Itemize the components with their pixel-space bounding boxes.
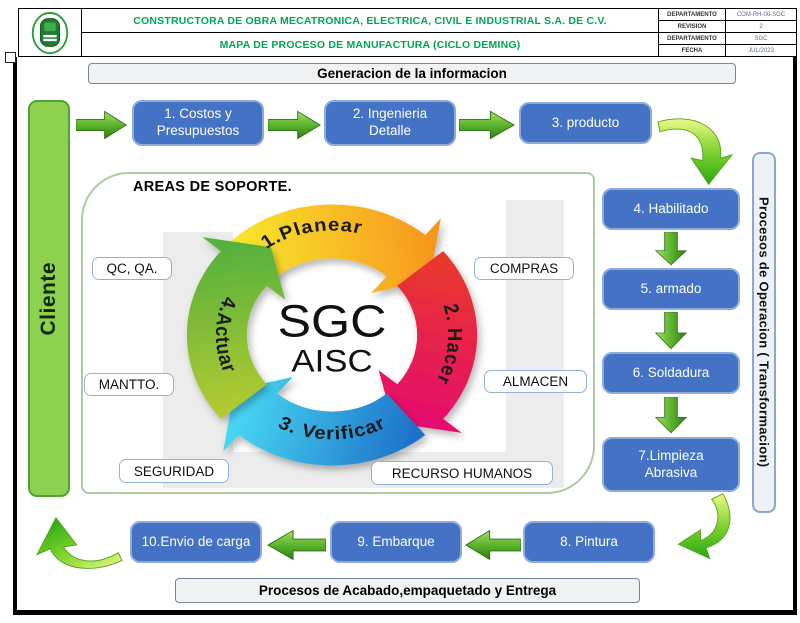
process-box-label: 9. Embarque bbox=[357, 533, 435, 549]
flow-arrow-down-icon bbox=[653, 397, 689, 434]
company-name: CONSTRUCTORA DE OBRA MECATRONICA, ELECTR… bbox=[82, 9, 658, 33]
flow-arrow-down-icon bbox=[653, 312, 689, 350]
support-label-text: MANTTO. bbox=[98, 377, 160, 392]
process-box-label: 6. Soldadura bbox=[632, 364, 710, 380]
cycle-center-title: SGC bbox=[277, 297, 386, 347]
support-label-mantto: MANTTO. bbox=[84, 373, 174, 396]
page-border-right bbox=[793, 57, 797, 615]
cycle-segment-verificar bbox=[223, 377, 426, 466]
support-label-seguridad: SEGURIDAD bbox=[119, 459, 229, 483]
flow-arrow-curved-up-icon bbox=[20, 508, 124, 576]
process-box-9: 9. Embarque bbox=[330, 521, 462, 563]
client-band-label: Cliente bbox=[37, 261, 60, 336]
page-corner-handle bbox=[5, 52, 16, 63]
client-band: Cliente bbox=[28, 100, 70, 497]
flow-arrow-right-icon bbox=[268, 109, 322, 141]
process-box-10: 10.Envio de carga bbox=[130, 521, 262, 563]
operations-band-label: Procesos de Operacion ( Transformacion) bbox=[756, 197, 772, 468]
support-areas-title: AREAS DE SOPORTE. bbox=[133, 179, 292, 195]
document-info-table: DEPARTAMENTO COM-RH-00-SGC REVISION 2 DE… bbox=[658, 9, 796, 56]
bottom-band: Procesos de Acabado,empaquetado y Entreg… bbox=[175, 578, 640, 603]
flow-arrow-left-icon bbox=[464, 528, 521, 562]
top-band-label: Generacion de la informacion bbox=[317, 66, 507, 81]
process-box-label: 5. armado bbox=[640, 280, 702, 296]
cycle-segment-actuar bbox=[186, 237, 286, 419]
process-box-1: 1. Costos y Presupuestos bbox=[132, 100, 264, 146]
deming-cycle: 1.Planear 2. Hacer 3. Verificar 4.Actuar… bbox=[153, 174, 511, 496]
info-value: 2 bbox=[759, 23, 763, 30]
info-label: DEPARTAMENTO bbox=[659, 9, 726, 20]
company-logo-icon bbox=[31, 11, 69, 54]
cycle-center-subtitle: AISC bbox=[291, 344, 372, 379]
support-label-text: QC, QA. bbox=[106, 261, 158, 276]
support-label-qc-qa: QC, QA. bbox=[92, 257, 172, 280]
document-header: CONSTRUCTORA DE OBRA MECATRONICA, ELECTR… bbox=[18, 8, 797, 57]
process-box-3: 3. producto bbox=[519, 102, 652, 144]
page-border-left bbox=[13, 57, 17, 615]
process-box-label: 3. producto bbox=[551, 114, 620, 130]
cycle-segment-planear bbox=[229, 204, 441, 293]
document-title: MAPA DE PROCESO DE MANUFACTURA (CICLO DE… bbox=[219, 38, 521, 51]
info-label: FECHA bbox=[659, 45, 726, 56]
top-band: Generacion de la informacion bbox=[88, 63, 736, 84]
cycle-center-disc bbox=[248, 260, 416, 410]
support-label-compras: COMPRAS bbox=[474, 257, 574, 280]
support-label-text: RECURSO HUMANOS bbox=[391, 465, 533, 481]
support-label-almacen: ALMACEN bbox=[484, 370, 587, 393]
bottom-band-label: Procesos de Acabado,empaquetado y Entreg… bbox=[258, 583, 557, 598]
background-band bbox=[506, 200, 564, 488]
process-box-label: 8. Pintura bbox=[560, 533, 618, 549]
operations-band: Procesos de Operacion ( Transformacion) bbox=[752, 152, 776, 513]
info-value: COM-RH-00-SGC bbox=[736, 11, 786, 18]
flow-arrow-right-icon bbox=[459, 109, 516, 141]
info-row: DEPARTAMENTO SGC bbox=[659, 33, 796, 45]
info-row: DEPARTAMENTO COM-RH-00-SGC bbox=[659, 9, 796, 21]
support-label-text: COMPRAS bbox=[489, 261, 559, 276]
support-label-text: ALMACEN bbox=[502, 374, 569, 389]
process-box-label: 2. Ingenieria Detalle bbox=[352, 106, 428, 138]
info-label: DEPARTAMENTO bbox=[659, 33, 726, 44]
process-box-label: 4. Habilitado bbox=[633, 200, 709, 216]
process-box-label: 1. Costos y Presupuestos bbox=[156, 106, 240, 138]
process-box-2: 2. Ingenieria Detalle bbox=[324, 100, 456, 146]
flow-arrow-right-icon bbox=[76, 109, 128, 141]
flow-arrow-left-icon bbox=[266, 528, 326, 562]
info-row: REVISION 2 bbox=[659, 21, 796, 33]
process-box-5: 5. armado bbox=[602, 268, 740, 310]
process-box-label: 7.Limpieza Abrasiva bbox=[638, 447, 704, 480]
process-box-4: 4. Habilitado bbox=[602, 188, 740, 230]
info-row: FECHA JUL/2023 bbox=[659, 45, 796, 56]
header-titles: CONSTRUCTORA DE OBRA MECATRONICA, ELECTR… bbox=[82, 9, 658, 56]
support-label-recurso-humanos: RECURSO HUMANOS bbox=[371, 461, 553, 485]
process-box-7: 7.Limpieza Abrasiva bbox=[602, 437, 740, 492]
process-box-8: 8. Pintura bbox=[523, 521, 655, 563]
logo-cell bbox=[19, 9, 82, 56]
flow-arrow-curved-down-icon bbox=[656, 112, 734, 186]
process-box-label: 10.Envio de carga bbox=[141, 533, 251, 549]
info-value: SGC bbox=[754, 35, 768, 42]
info-value: JUL/2023 bbox=[748, 47, 774, 54]
cycle-segment-hacer bbox=[378, 251, 478, 433]
info-label: REVISION bbox=[659, 21, 726, 32]
page-border-bottom bbox=[13, 610, 797, 615]
flow-arrow-curved-left-icon bbox=[658, 492, 732, 564]
flow-arrow-down-icon bbox=[653, 232, 689, 266]
process-box-6: 6. Soldadura bbox=[602, 352, 740, 394]
support-label-text: SEGURIDAD bbox=[133, 463, 215, 479]
